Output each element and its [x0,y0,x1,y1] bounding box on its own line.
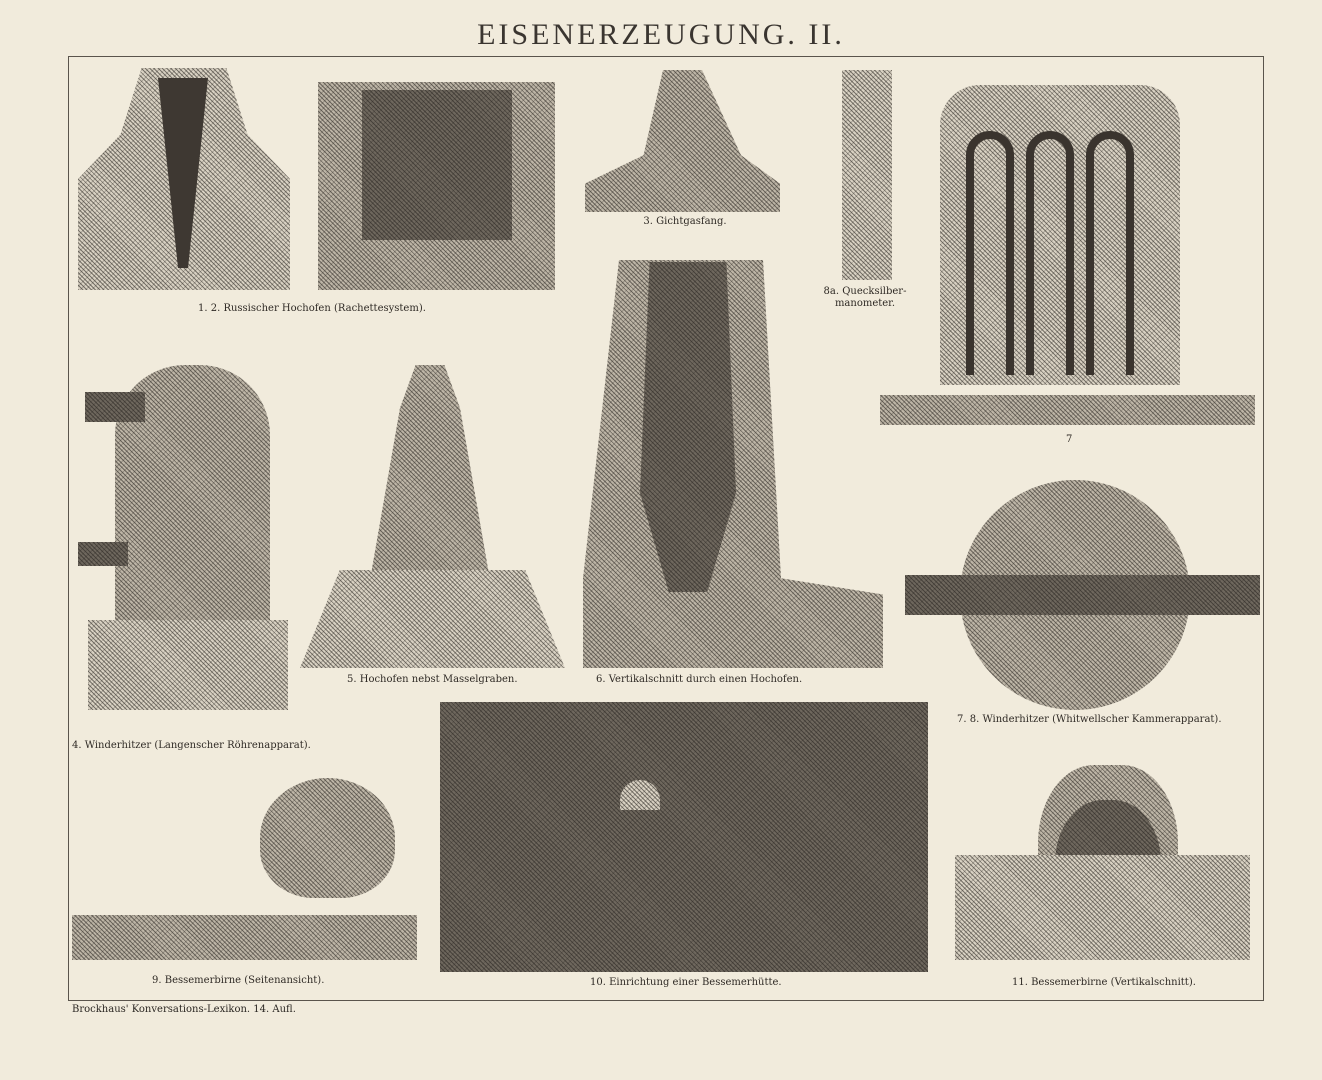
figure-9-bessemer-converter [260,778,395,898]
caption-fig-5: 5. Hochofen nebst Masselgraben. [347,674,518,685]
figure-10-bessemer-works [440,702,928,972]
figure-11-supports [955,855,1250,960]
figure-7-hot-blast-stove [940,85,1180,385]
figure-4-pipe-e [85,392,145,422]
figure-6-shaft-interior [640,262,736,592]
caption-fig-7-8: 7. 8. Winderhitzer (Whitwellscher Kammer… [957,714,1222,725]
caption-fig-7: 7 [1066,434,1073,445]
figure-2-interior [362,90,512,240]
figure-4-brick-base [88,620,288,710]
figure-7-base [880,395,1255,425]
figure-1-shaft [158,78,208,268]
caption-fig-3: 3. Gichtgasfang. [643,216,727,227]
caption-fig-8a-line2: manometer. [834,298,896,309]
caption-fig-10: 10. Einrichtung einer Bessemerhütte. [590,977,782,988]
figure-5-casting-bed [300,570,565,668]
caption-fig-1-2: 1. 2. Russischer Hochofen (Rachettesyste… [198,303,426,314]
caption-fig-11: 11. Bessemerbirne (Vertikalschnitt). [1012,977,1196,988]
caption-fig-9: 9. Bessemerbirne (Seitenansicht). [152,975,325,986]
caption-fig-4: 4. Winderhitzer (Langenscher Röhrenappar… [72,740,311,751]
caption-fig-8a-line1: 8a. Quecksilber- [823,286,907,297]
plate-title: EISENERZEUGUNG. II. [477,18,845,51]
plate-frame [68,56,1264,1001]
figure-9-ladle-trough [72,915,417,960]
figure-8-pipes [905,575,1260,615]
figure-4-pipe-a [78,542,128,566]
figure-8a-manometer [842,70,892,280]
figure-7-flues [966,131,1134,375]
publisher-footer: Brockhaus' Konversations-Lexikon. 14. Au… [72,1004,296,1015]
caption-fig-6: 6. Vertikalschnitt durch einen Hochofen. [596,674,803,685]
figure-10-arch-window [620,780,660,810]
